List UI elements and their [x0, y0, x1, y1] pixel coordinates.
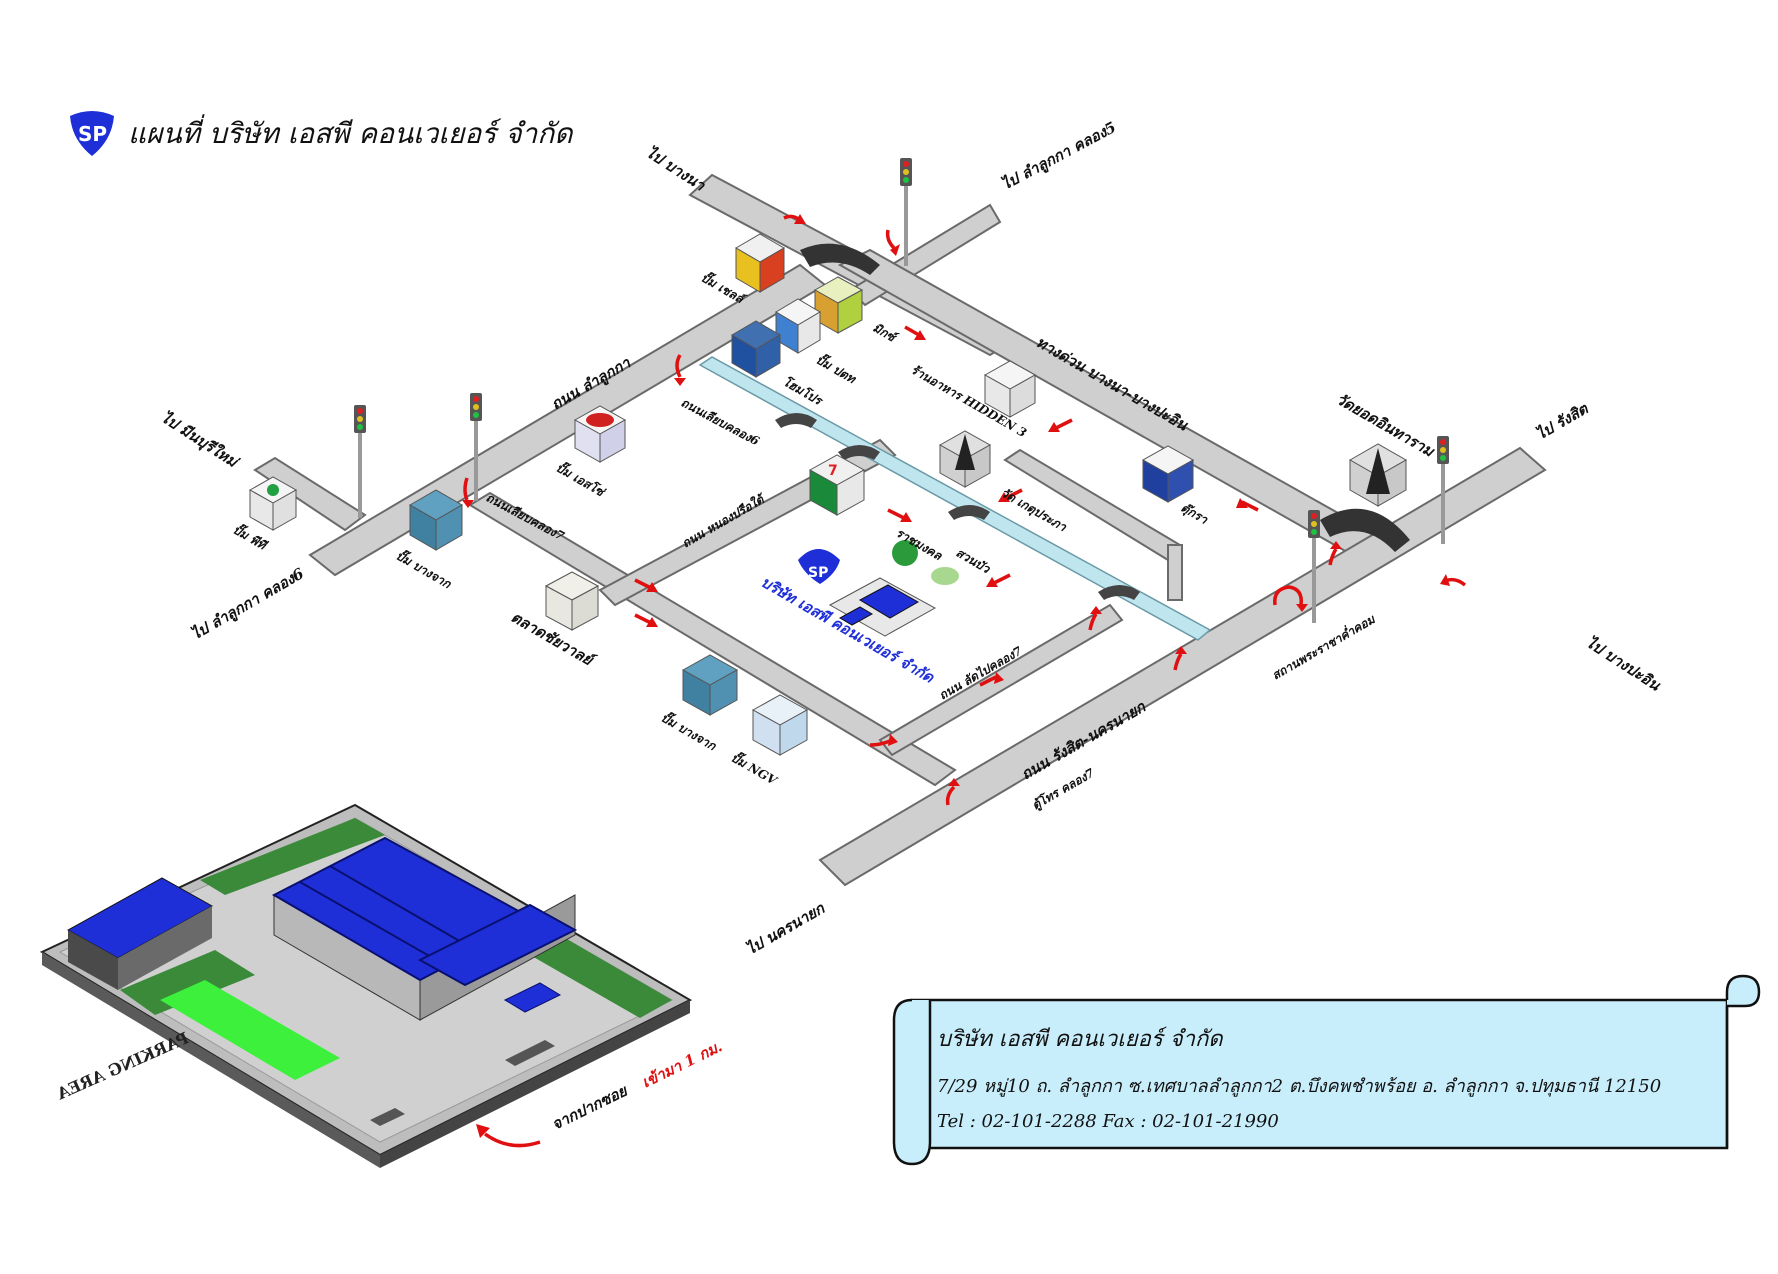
landmark-seven-cube: 7 — [808, 454, 866, 516]
landmark-pt-cube — [248, 476, 298, 531]
factory-3d-illustration — [39, 803, 693, 1168]
direction-arrows — [462, 214, 1467, 806]
svg-text:7: 7 — [828, 463, 838, 479]
address-line: 7/29 หมู่10 ถ. ลำลูกกา ซ.เทศบาลลำลูกกา2 … — [937, 1076, 1662, 1097]
landmark-wat-ketprakhon-cube — [938, 430, 992, 488]
landmark-ngv-cube — [751, 694, 809, 756]
entry-from-label: จากปากซอย — [549, 1081, 631, 1133]
page-title-block: SP แผนที่ บริษัท เอสพี คอนเวเยอร์ จำกัด — [66, 104, 572, 164]
landmark-homepro-cube — [731, 320, 781, 378]
landmark-ptt-cube — [775, 298, 821, 354]
road-canal-left — [468, 491, 957, 787]
landmark-label: ปั๊ม ปตท — [814, 351, 860, 387]
landmark-hidden3-cube — [983, 360, 1037, 418]
landmark-green-a-icon — [892, 540, 918, 566]
direction-label: ไป นครนายก — [743, 899, 828, 959]
bridge-right — [1320, 508, 1410, 552]
address-scroll — [892, 974, 1761, 1166]
direction-label: ไป รังสิต — [1533, 399, 1592, 444]
traffic-light-icon — [900, 158, 912, 266]
road-right-loop-2 — [1167, 544, 1183, 601]
landmark-label: ปั๊ม บางจาก — [394, 547, 455, 592]
landmark-makro-cube — [813, 276, 864, 334]
landmark-tukku-cube — [1141, 445, 1195, 503]
direction-label: ไป ลำลูกกา คลอง6 — [188, 564, 308, 644]
landmark-bangchak2-cube — [681, 654, 739, 716]
company-logo-icon: SP — [70, 111, 114, 156]
traffic-light-icon — [1308, 510, 1320, 623]
bridge-canal-3 — [948, 505, 990, 520]
page-title: แผนที่ บริษัท เอสพี คอนเวเยอร์ จำกัด — [128, 117, 573, 150]
address-contact: Tel : 02-101-2288 Fax : 02-101-21990 — [937, 1111, 1279, 1132]
bridge-top — [800, 243, 880, 275]
direction-label: ไป มีนบุรีใหม่ — [157, 408, 243, 473]
company-building-map-icon — [828, 577, 937, 637]
address-block: บริษัท เอสพี คอนเวเยอร์ จำกัด 7/29 หมู่1… — [897, 977, 1717, 1173]
road-rangsit-nakhonnayok — [818, 446, 1547, 887]
parking-area — [160, 980, 340, 1080]
landmark-label: ปั๊ม NGV — [729, 749, 782, 789]
landmark-label: ปั๊ม เอสโซ่ — [554, 459, 610, 500]
landmark-label: ปั๊ม บางจาก — [659, 709, 720, 754]
landmark-label: ตุ๊กรา — [1178, 500, 1211, 528]
bridge-canal-2 — [838, 445, 880, 460]
landmark-label: มิกซ์ — [871, 320, 901, 345]
bridge-canal-4 — [1098, 585, 1140, 600]
landmark-esso-cube — [573, 405, 627, 463]
road-minburi — [253, 456, 367, 532]
direction-label: ไป บางปะอิน — [1583, 633, 1664, 694]
canal — [698, 356, 1212, 641]
landmark-label: สวนบัว — [954, 545, 994, 576]
traffic-light-icon — [470, 393, 482, 501]
entry-distance-label: เข้ามา 1 กม. — [639, 1037, 725, 1091]
landmark-market-cube — [544, 571, 600, 631]
landmark-shell-cube — [735, 233, 785, 293]
company-logo-map-icon: SP — [798, 549, 840, 584]
svg-text:SP: SP — [808, 565, 828, 581]
parking-label: PARKING AREA — [54, 1028, 192, 1103]
landmark-wat-yoi-cube — [1348, 443, 1408, 507]
landmark-green-b-icon — [931, 567, 959, 585]
traffic-light-icon — [354, 405, 366, 518]
direction-label: ไป บางนา — [643, 143, 710, 195]
direction-label: ไป ลำลูกกา คลอง5 — [998, 118, 1119, 194]
address-company: บริษัท เอสพี คอนเวเยอร์ จำกัด — [937, 1027, 1223, 1052]
landmark-bangchak-cube — [408, 489, 464, 551]
bridge-canal-1 — [775, 413, 817, 428]
traffic-light-icon — [1437, 436, 1449, 544]
road-label: ถนนเลียบคลอง6 — [679, 395, 763, 448]
svg-text:SP: SP — [78, 122, 107, 146]
